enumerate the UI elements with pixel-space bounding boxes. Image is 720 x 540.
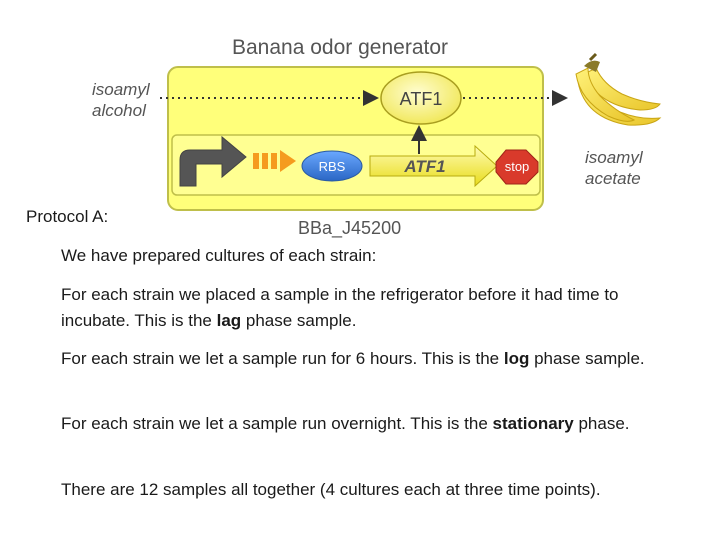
log-keyword: log [503, 349, 530, 368]
protocol-intro: We have prepared cultures of each strain… [61, 246, 377, 265]
stationary-step-suffix: phase. [573, 414, 630, 433]
lag-keyword: lag [216, 311, 242, 330]
stop-octagon [495, 149, 539, 185]
lag-step-suffix: phase sample. [241, 311, 357, 330]
input-label: isoamyl alcohol [92, 79, 150, 121]
rbs-shape [301, 150, 363, 182]
protocol-log-step: For each strain we let a sample run for … [61, 346, 661, 372]
protocol-summary: There are 12 samples all together (4 cul… [61, 480, 601, 499]
spacer-chevrons [253, 150, 296, 172]
input-label-line-1: isoamyl [92, 80, 150, 99]
log-step-suffix: phase sample. [529, 349, 645, 368]
input-label-line-2: alcohol [92, 101, 146, 120]
log-step-text: For each strain we let a sample run for … [61, 349, 504, 368]
output-label: isoamyl acetate [585, 147, 643, 189]
stationary-step-text: For each strain we let a sample run over… [61, 414, 493, 433]
protocol-heading: Protocol A: [26, 204, 113, 230]
protocol-lag-step: For each strain we placed a sample in th… [61, 282, 661, 334]
promoter-arrow-icon [179, 135, 247, 187]
diagram-title: Banana odor generator [232, 36, 448, 59]
enzyme-label: ATF1 [400, 89, 443, 109]
banana-icon [575, 52, 662, 126]
rbs-label: RBS [319, 159, 346, 174]
lag-step-text: For each strain we placed a sample in th… [61, 285, 619, 330]
gene-arrow [369, 144, 498, 188]
gene-label: ATF1 [403, 157, 445, 176]
part-id: BBa_J45200 [298, 218, 402, 238]
output-label-line-2: acetate [585, 169, 641, 188]
output-label-line-1: isoamyl [585, 148, 643, 167]
stationary-keyword: stationary [492, 414, 574, 433]
protocol-stationary-step: For each strain we let a sample run over… [61, 411, 661, 437]
enzyme-ellipse [380, 71, 462, 125]
stop-label: stop [505, 159, 530, 174]
